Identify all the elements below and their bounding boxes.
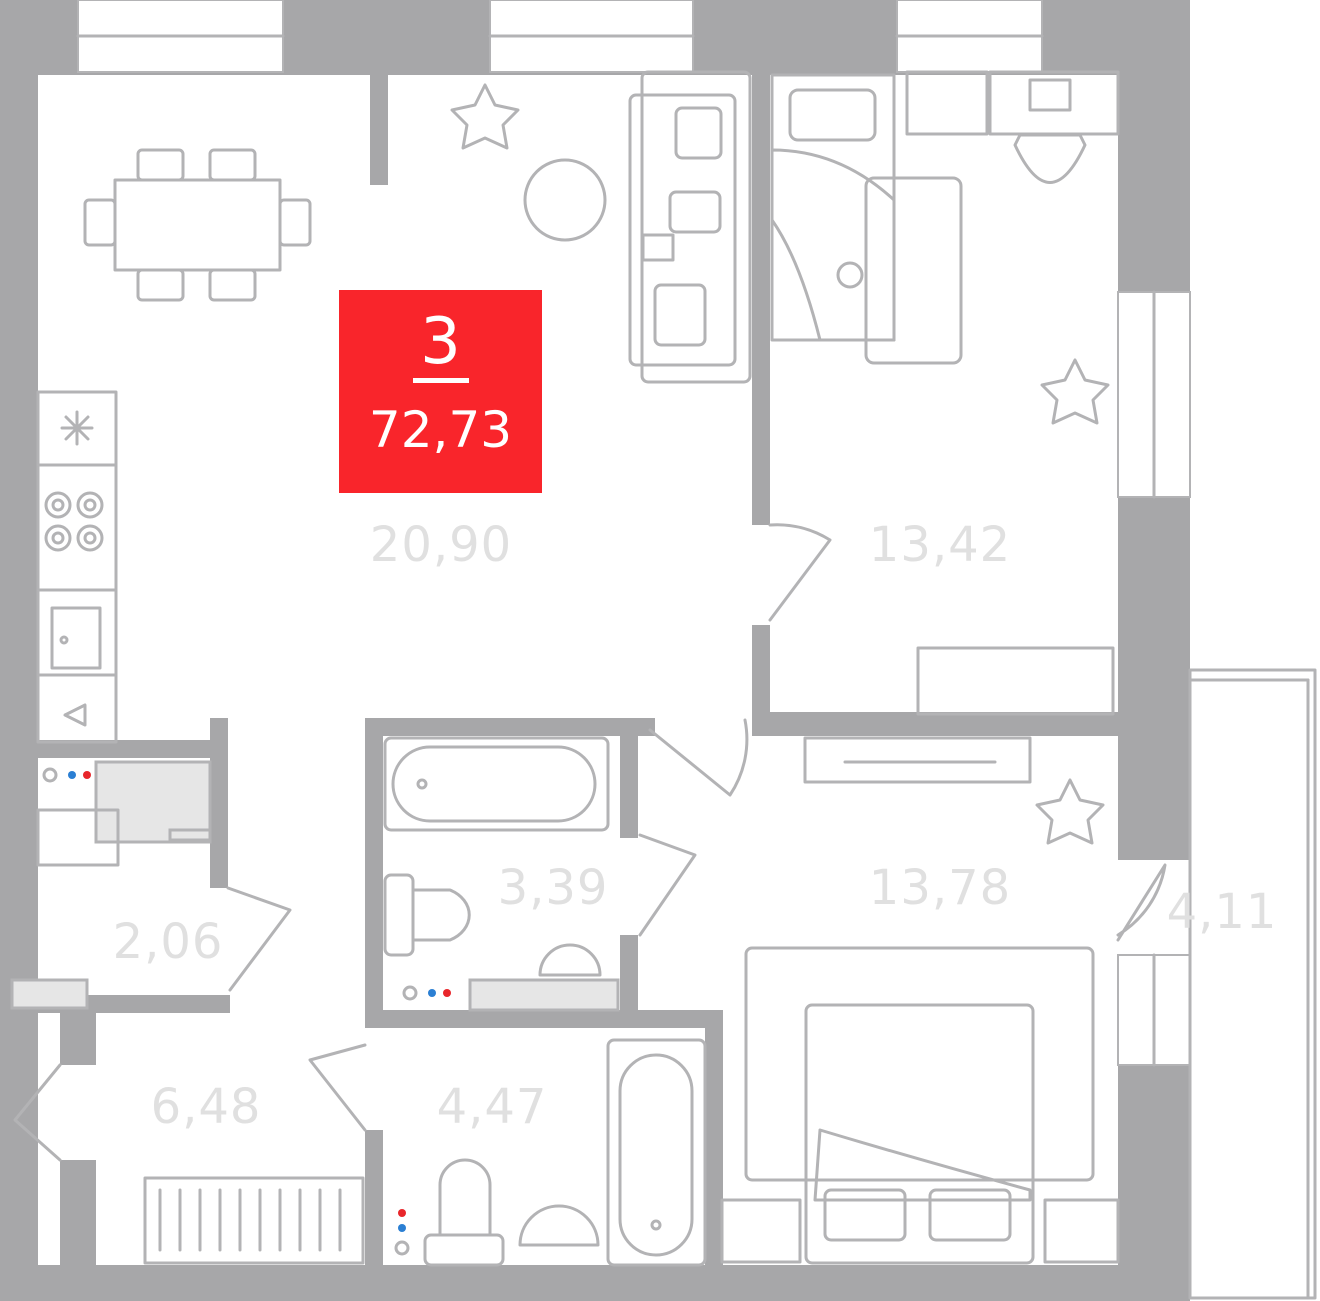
area-bedroom-top-right: 13,42 [868,517,1012,573]
dining-table [83,148,312,302]
rooms-count: 3 [420,305,461,379]
doors [13,523,1167,1162]
area-bathroom: 3,39 [497,860,609,916]
area-living-kitchen: 20,90 [369,517,513,573]
bedroom2-furniture [720,736,1120,1265]
plant-icon [450,83,1110,845]
area-balcony: 4,11 [1166,884,1278,940]
total-area: 72,73 [368,401,513,459]
bedroom1-furniture [770,70,1120,716]
bathroom1-fixtures [383,736,620,1012]
area-bedroom-bottom-right: 13,78 [868,860,1012,916]
wardrobe [143,1176,365,1265]
area-hallway: 6,48 [150,1079,262,1135]
kitchen-counter [36,390,118,744]
rooms-underline [413,378,469,383]
apartment-badge: 3 72,73 [339,290,542,493]
living-furniture [523,70,752,384]
bathroom2-fixtures [394,1038,707,1267]
utility-fixtures [10,760,212,1010]
windows [76,0,1191,1067]
area-second-bathroom: 4,47 [436,1079,548,1135]
area-utility: 2,06 [112,914,224,970]
balcony [1188,668,1317,1300]
